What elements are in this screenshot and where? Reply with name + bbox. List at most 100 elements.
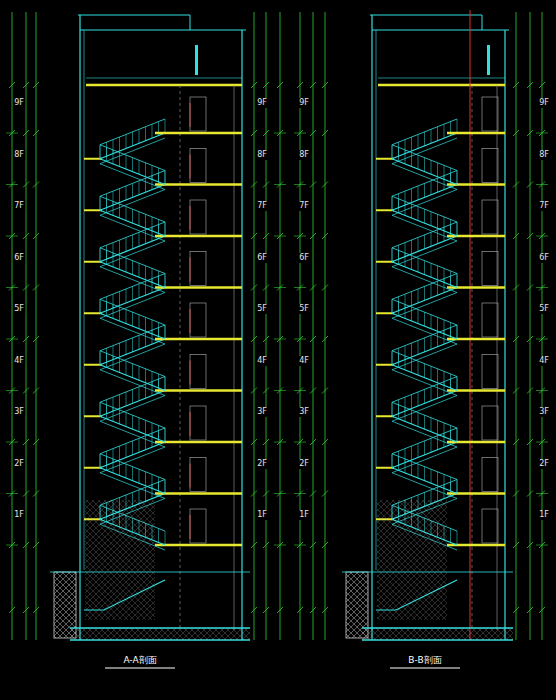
drawing-line [527,233,533,239]
drawing-line [155,183,242,186]
drawing-line [294,133,306,134]
floor-label: 4F [298,356,310,366]
drawing-line [376,209,394,211]
drawing-line [145,281,146,295]
drawing-line [100,145,101,159]
drawing-line [392,351,393,365]
drawing-line [84,30,85,570]
floor-label: 4F [538,356,550,366]
drawing-line [418,207,419,221]
drawing-line [431,181,432,195]
drawing-line [86,78,242,79]
drawing-line [126,155,127,169]
drawing-line [274,339,286,340]
floor-label: 9F [13,98,25,108]
floor-label: 7F [13,201,25,211]
drawing-line [527,439,533,445]
drawing-line [78,15,246,30]
drawing-line [310,182,316,188]
drawing-line [392,454,393,468]
drawing-line [155,132,242,135]
drawing-line [126,289,127,303]
drawing-line [418,392,419,406]
drawing-line [444,124,445,138]
drawing-line [457,325,458,339]
drawing-line [152,320,153,334]
drawing-line [513,491,519,497]
drawing-line [437,214,438,228]
drawing-line [424,415,425,429]
drawing-line [437,333,438,347]
drawing-line [322,182,328,188]
drawing-line [6,287,18,288]
drawing-line [251,336,257,342]
drawing-line [263,182,269,188]
drawing-line [100,196,101,210]
drawing-line [23,233,29,239]
drawing-line [119,292,120,306]
drawing-line [398,451,399,465]
drawing-line [376,312,394,314]
floor-label: 6F [538,253,550,263]
drawing-line [424,312,425,326]
floor-label: 9F [256,98,268,108]
drawing-line [23,388,29,394]
floor-label: 9F [538,98,550,108]
drawing-line [139,335,140,349]
drawing-line [158,528,159,542]
drawing-line [411,292,412,306]
drawing-line [376,364,394,366]
drawing-line [392,145,393,159]
door [482,252,498,286]
drawing-line [23,182,29,188]
drawing-line [398,245,399,259]
drawing-line [165,171,166,185]
drawing-line [411,255,412,269]
door [190,406,206,440]
drawing-line [132,467,133,481]
drawing-line [158,425,159,439]
drawing-line [310,491,316,497]
drawing-line [132,235,133,249]
drawing-line [155,492,242,495]
drawing-line [424,209,425,223]
floor-label: 1F [13,510,25,520]
drawing-line [165,119,166,133]
drawing-line [322,285,328,291]
drawing-line [274,184,286,185]
drawing-line [33,130,39,136]
drawing-line [405,243,406,257]
drawing-line [513,388,519,394]
drawing-line [158,374,159,388]
drawing-line [132,389,133,403]
drawing-line [513,607,519,613]
drawing-line [277,82,283,88]
drawing-line [405,294,406,308]
drawing-line [6,390,18,391]
drawing-line [444,165,445,179]
drawing-line [165,325,166,339]
floor-label: 7F [256,201,268,211]
drawing-line [145,230,146,244]
drawing-line [457,480,458,494]
drawing-line [310,285,316,291]
drawing-line [392,196,393,210]
drawing-line [457,171,458,185]
drawing-line [23,285,29,291]
drawing-line [376,30,377,570]
drawing-line [165,480,166,494]
drawing-line [6,236,18,237]
drawing-line [6,545,18,546]
door [482,303,498,337]
drawing-line [504,30,505,640]
drawing-line [158,322,159,336]
floor-label: 2F [538,459,550,469]
drawing-line [457,274,458,288]
drawing-line [23,130,29,136]
drawing-line [431,387,432,401]
drawing-line [457,222,458,236]
drawing-line [457,377,458,391]
drawing-line [119,446,120,460]
drawing-line [139,387,140,401]
drawing-line [145,127,146,141]
